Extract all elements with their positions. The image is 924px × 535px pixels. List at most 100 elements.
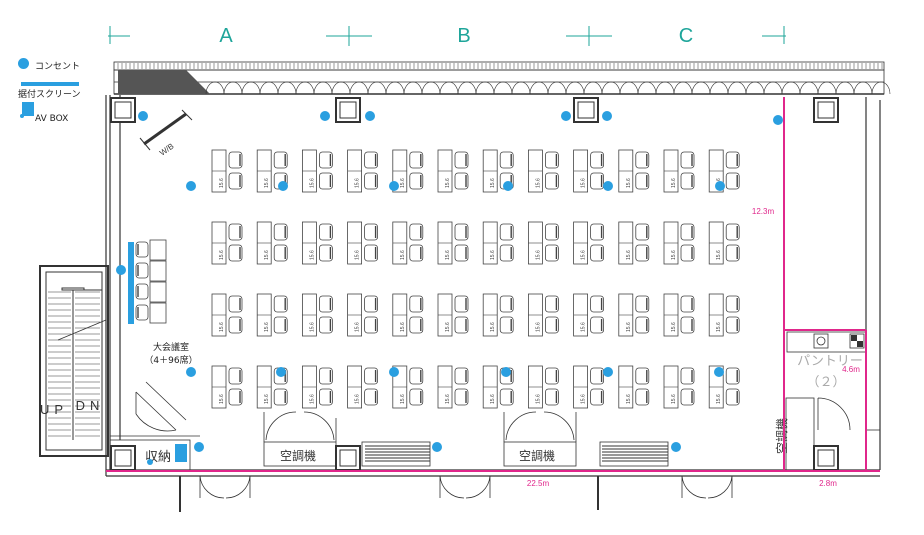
pantry-label: パントリー	[797, 354, 863, 369]
desk-3-7: 15.6	[528, 365, 559, 409]
desk-tag: 15.6	[716, 322, 722, 332]
outlet-15	[389, 367, 399, 377]
desk-tag: 15.6	[400, 394, 406, 404]
desk-2-11: 15.6	[708, 293, 740, 337]
desk-tag: 15.6	[671, 394, 677, 404]
screen-legend-icon	[21, 82, 79, 86]
desk-tag: 15.6	[400, 250, 406, 260]
column-1	[335, 97, 361, 123]
desk-0-7: 15.6	[528, 149, 559, 193]
desk-1-3: 15.6	[347, 221, 379, 265]
stair-dn-label: DN	[76, 398, 105, 413]
podium-desk-1	[135, 260, 167, 282]
desk-tag: 15.6	[626, 322, 632, 332]
outlet-12	[116, 265, 126, 275]
podium-desk-2	[135, 281, 167, 303]
desk-tag: 15.6	[219, 394, 225, 404]
desk-grid: 15.6 15.6 15.6 15.6 15.6 15.6 15.6 15.6 15.6 15.6…	[211, 149, 740, 409]
stair-arrow	[57, 319, 107, 341]
desk-2-9: 15.6	[618, 293, 650, 337]
stair-treads	[48, 291, 100, 437]
avbox-legend-dot	[20, 114, 24, 118]
outlet-legend-label: コンセント	[35, 62, 81, 72]
desk-0-5: 15.6	[437, 149, 469, 193]
desk-tag: 15.6	[671, 250, 677, 260]
hvac-right-label: 空調機	[519, 448, 555, 463]
window-band	[113, 61, 885, 95]
column-2	[573, 97, 599, 123]
av-box-unit	[175, 444, 187, 462]
avbox-legend-icon	[22, 102, 34, 116]
outlet-4	[602, 111, 612, 121]
structural-columns	[110, 97, 839, 471]
podium-desks	[135, 239, 167, 324]
desk-1-4: 15.6	[392, 221, 424, 265]
desk-tag: 15.6	[400, 322, 406, 332]
outlet-7	[278, 181, 288, 191]
desk-3-9: 15.6	[618, 365, 650, 409]
outlet-9	[503, 181, 513, 191]
hvac-unit-right	[503, 411, 669, 467]
desk-0-8: 15.6	[573, 149, 604, 193]
outlet-19	[194, 442, 204, 452]
outlet-13	[186, 367, 196, 377]
desk-2-2: 15.6	[301, 293, 333, 337]
outlet-14	[276, 367, 286, 377]
vent-grilles	[365, 445, 668, 462]
desk-tag: 15.6	[445, 178, 451, 188]
desk-1-9: 15.6	[618, 221, 650, 265]
desk-tag: 15.6	[219, 178, 225, 188]
outlet-2	[365, 111, 375, 121]
desk-tag: 15.6	[581, 394, 587, 404]
dimension-main-width: 22.5m	[527, 479, 550, 488]
desk-tag: 15.6	[535, 250, 541, 260]
desk-tag: 15.6	[490, 250, 496, 260]
desk-tag: 15.6	[535, 394, 541, 404]
outlet-21	[671, 442, 681, 452]
column-4	[110, 445, 136, 471]
window-hatch	[117, 63, 883, 69]
column-6	[813, 445, 839, 471]
desk-2-6: 15.6	[482, 293, 514, 337]
desk-tag: 15.6	[445, 250, 451, 260]
desk-tag: 15.6	[264, 178, 270, 188]
desk-0-3: 15.6	[347, 149, 379, 193]
dimension-pantry-depth: 4.6m	[842, 365, 860, 374]
desk-3-0: 15.6	[211, 365, 243, 409]
entry-door	[135, 381, 187, 432]
desk-2-8: 15.6	[573, 293, 604, 337]
desk-tag: 15.6	[626, 178, 632, 188]
desk-2-4: 15.6	[392, 293, 424, 337]
whiteboard-label: W/B	[158, 142, 176, 158]
desk-1-6: 15.6	[482, 221, 514, 265]
desk-0-4: 15.6	[392, 149, 424, 193]
outlet-11	[715, 181, 725, 191]
desk-3-11: 15.6	[708, 365, 740, 409]
podium-desk-0	[135, 239, 167, 261]
desk-3-3: 15.6	[347, 365, 379, 409]
pantry-checker-2	[857, 341, 863, 347]
desk-3-2: 15.6	[301, 365, 333, 409]
pantry-checker-1	[851, 335, 857, 341]
desk-0-0: 15.6	[211, 149, 243, 193]
desk-2-1: 15.6	[256, 293, 288, 337]
outlet-0	[138, 111, 148, 121]
desk-tag: 15.6	[264, 322, 270, 332]
column-5	[335, 445, 361, 471]
desk-tag: 15.6	[309, 250, 315, 260]
column-0	[110, 97, 136, 123]
desk-1-7: 15.6	[528, 221, 559, 265]
grid-label-a: A	[219, 25, 233, 47]
desk-tag: 15.6	[535, 178, 541, 188]
room-name: 大会議室	[153, 341, 189, 353]
desk-1-2: 15.6	[301, 221, 333, 265]
podium-desk-3	[135, 302, 167, 324]
desk-tag: 15.6	[219, 322, 225, 332]
av-box-dot	[147, 459, 153, 465]
dimension-pantry-width: 2.8m	[819, 479, 837, 488]
desk-1-10: 15.6	[663, 221, 695, 265]
desk-tag: 15.6	[490, 322, 496, 332]
desk-tag: 15.6	[219, 250, 225, 260]
outlet-17	[603, 367, 613, 377]
